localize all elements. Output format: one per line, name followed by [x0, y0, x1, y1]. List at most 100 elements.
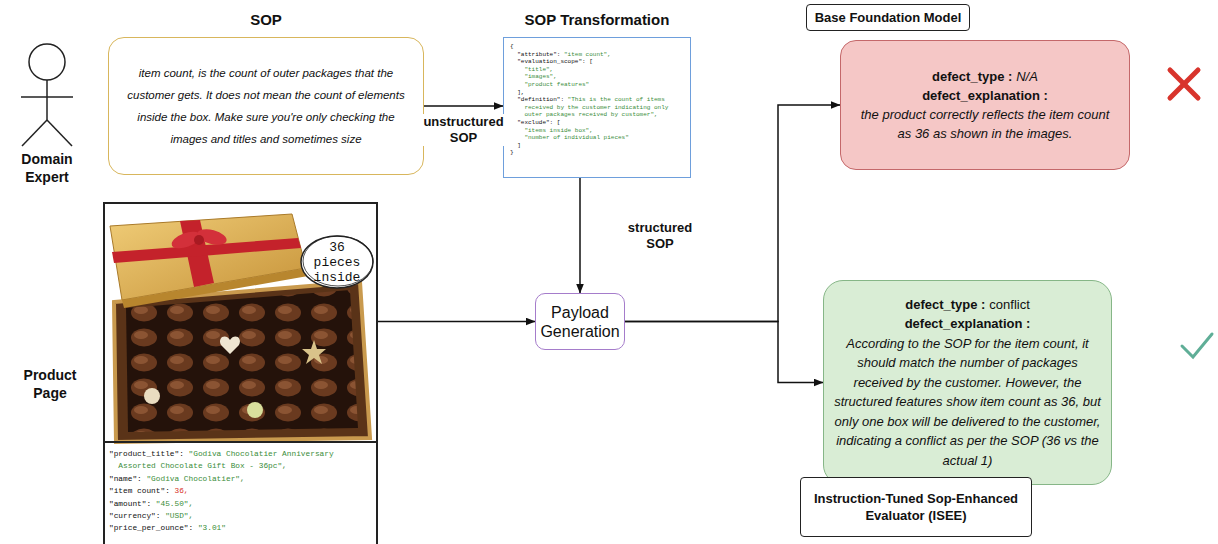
text-row: "currency": "USD", — [109, 510, 372, 522]
code-text: "price_per_ounce": — [109, 524, 193, 532]
text-row: "item count": 36, — [109, 485, 372, 497]
product-page-box: "product_title":"Godiva Chocolatier Anni… — [103, 202, 378, 544]
box-text: Instruction-Tuned Sop-Enhanced Evaluator… — [814, 491, 1018, 523]
text-row: "name": "Godiva Chocolatier", — [109, 473, 372, 485]
text-row: } — [510, 149, 684, 157]
code-text: "item count": — [109, 487, 170, 495]
text-row: "number of individual pieces" — [510, 134, 684, 142]
star-chocolate — [302, 340, 326, 364]
process-box: Payload Generation — [535, 293, 625, 350]
code-text: "number of individual pieces" — [524, 134, 628, 141]
code-text: "3.01" — [198, 524, 226, 532]
text-row: "price_per_ounce": "3.01" — [109, 522, 372, 534]
tray-chocolates — [126, 290, 358, 432]
code-text: "item count", — [564, 51, 611, 58]
tray — [114, 282, 370, 442]
green-chocolate — [247, 402, 263, 418]
text-row: Base Foundation Model — [813, 9, 963, 26]
white-heart — [220, 336, 240, 354]
wrong-mark — [1170, 70, 1198, 98]
text-row: defect_explanation : — [859, 86, 1111, 105]
isee-output-box: defect_type : conflict defect_explanation … — [823, 280, 1112, 485]
cross-stroke — [1170, 70, 1198, 98]
figure-head — [29, 44, 65, 80]
code-text: } — [510, 149, 514, 156]
callout-ellipse: 36 pieces inside — [299, 234, 375, 290]
box-text: defect_explanation : — [922, 88, 1048, 103]
text-row: "product_title":"Godiva Chocolatier Anni… — [109, 448, 372, 473]
code-text: "evaluation_scope": [ — [517, 58, 593, 65]
code-text: "USD", — [165, 512, 193, 520]
figure-leg — [47, 120, 72, 146]
code-text: "title", — [524, 66, 553, 73]
box-text: defect_type : — [932, 69, 1012, 84]
code-text: "definition": — [517, 96, 564, 103]
code-text: "product features" — [524, 81, 589, 88]
box-text: the product correctly reflects the item … — [861, 107, 1110, 141]
code-text: ], — [517, 89, 524, 96]
text-row: According to the SOP for the item count,… — [834, 334, 1101, 471]
code-text: "exclude": [ — [517, 119, 560, 126]
lid-side — [122, 268, 308, 308]
cross-stroke — [1170, 70, 1198, 98]
model-label-box: Instruction-Tuned Sop-Enhanced Evaluator… — [800, 477, 1032, 537]
box-text: conflict — [989, 297, 1029, 312]
model-label-box: Base Foundation Model — [806, 4, 970, 31]
text-row: "amount":"45.50", — [109, 498, 372, 510]
code-text: { — [510, 43, 514, 50]
edge-label: structured SOP — [624, 220, 696, 252]
box-text: According to the SOP for the item count,… — [834, 336, 1101, 468]
divider-line — [103, 441, 378, 443]
code-text: 36, — [175, 487, 189, 495]
code-text: "currency": — [109, 512, 160, 520]
text-row: "title", — [510, 66, 684, 74]
actor-label: Domain Expert — [4, 150, 90, 186]
text-row: defect_type : conflict — [834, 295, 1101, 315]
code-text: "attribute": — [517, 51, 560, 58]
text-row: 36 pieces inside — [304, 240, 370, 285]
box-heading: SOP Transformation — [474, 10, 720, 30]
sop-box: SOPitem count, is the count of outer pac… — [108, 37, 424, 175]
text-row: { — [510, 43, 684, 51]
ellipse-shape — [301, 236, 373, 288]
bow-knot — [194, 235, 204, 245]
white-chocolate — [144, 388, 160, 404]
text-row: Instruction-Tuned Sop-Enhanced Evaluator… — [807, 490, 1025, 524]
ellipse-sketch — [303, 236, 373, 286]
text-row: item count, is the count of outer packag… — [121, 62, 411, 150]
figure-arms — [21, 96, 73, 98]
code-text: "amount": — [109, 500, 151, 508]
text-row: ], — [510, 89, 684, 97]
text-row: Payload Generation — [540, 303, 620, 341]
code-text: "items inside box", — [524, 127, 592, 134]
figure-leg — [22, 120, 47, 146]
box-heading: SOP — [79, 10, 453, 30]
edge-label: unstructured SOP — [419, 114, 509, 146]
box-text: item count, is the count of outer packag… — [127, 67, 404, 145]
figure-body — [46, 80, 48, 120]
flow-arrow — [424, 105, 503, 107]
text-row: "product features" — [510, 81, 684, 89]
baseline-output-box: defect_type : N/A defect_explanation : the … — [840, 40, 1130, 170]
box-text: Base Foundation Model — [815, 10, 962, 25]
box-text: defect_explanation : — [905, 316, 1031, 331]
text-row: "attribute": "item count", — [510, 51, 684, 59]
box-text: 36 pieces inside — [304, 240, 370, 285]
box-text: Payload Generation — [540, 304, 619, 340]
text-row: "images", — [510, 73, 684, 81]
flow-arrow — [378, 321, 535, 323]
code-text: "Godiva Chocolatier", — [146, 475, 244, 483]
flow-arrow — [625, 322, 823, 383]
section-label: Product Page — [14, 366, 86, 402]
text-row: defect_type : N/A — [859, 67, 1111, 86]
structured-sop-box: SOP Transformation{"attribute":"item cou… — [503, 37, 691, 178]
code-text: "product_title": — [109, 450, 184, 458]
box-text: N/A — [1016, 69, 1038, 84]
box-text: defect_type : — [905, 297, 985, 312]
chocolate-box — [110, 214, 370, 442]
check-mark — [1182, 334, 1212, 357]
flow-arrow — [579, 178, 581, 293]
text-row: ] — [510, 142, 684, 150]
code-text: "name": — [109, 475, 142, 483]
